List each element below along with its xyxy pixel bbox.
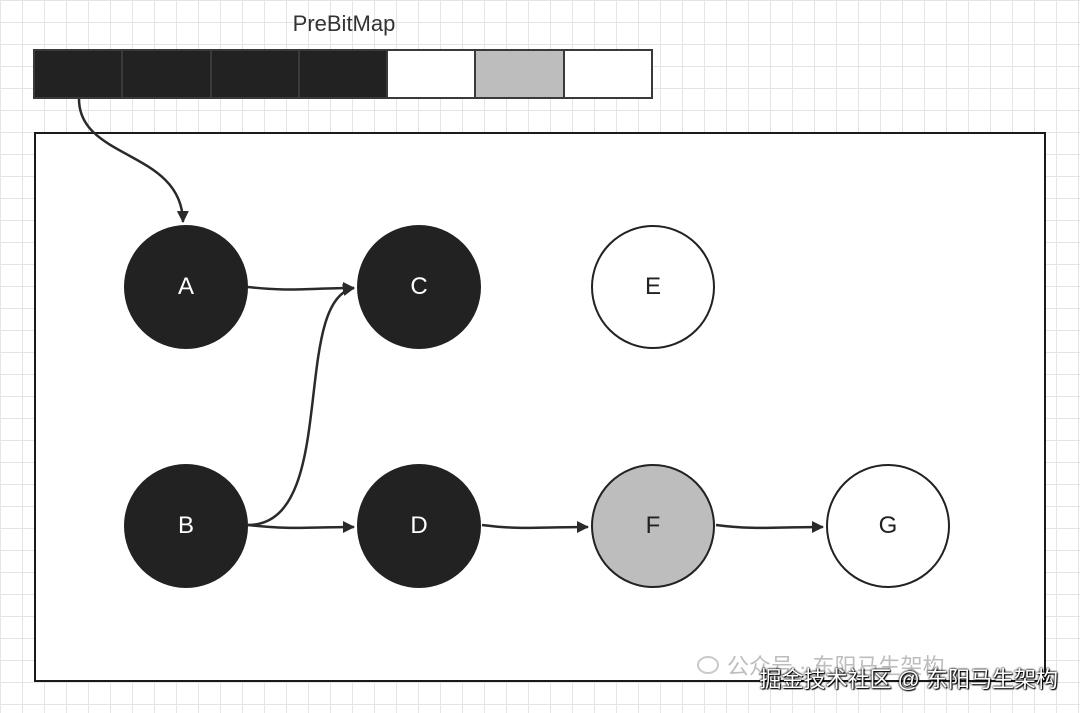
node-c-label: C [410,273,428,300]
wechat-icon [697,656,719,674]
bitmap-cell [299,51,389,97]
bitmap-cell [211,51,300,97]
prebitmap-bar [33,49,653,99]
edge-a-to-c [247,282,355,295]
node-f-label: F [645,512,661,539]
bitmap-cell [564,51,651,97]
bitmap-cell [123,51,212,97]
edge-f-to-g [715,521,824,534]
node-d: D [357,464,481,588]
node-g: G [826,464,950,588]
node-c: C [357,225,481,349]
node-e-label: E [644,273,661,300]
node-b-label: B [177,512,194,539]
edge-d-to-f [481,521,589,534]
node-f: F [591,464,715,588]
node-a: A [124,225,248,349]
node-b: B [124,464,248,588]
footer-watermark: 掘金技术社区 @ 东阳马生架构 [759,667,1058,692]
bitmap-cell [476,51,565,97]
edge-bitmap-to-a [77,98,189,223]
node-d-label: D [410,512,428,539]
bitmap-cell [35,51,124,97]
edge-b-to-c [247,284,355,527]
node-a-label: A [177,273,194,300]
watermark-text: 公众号 · 东阳马生架构 [727,654,945,679]
edge-b-to-d [247,521,355,534]
bitmap-label: PreBitMap [292,11,396,36]
wechat-watermark: 公众号 · 东阳马生架构 [697,648,945,682]
node-g-label: G [878,512,898,539]
node-e: E [591,225,715,349]
object-graph-frame [34,132,1046,682]
bitmap-cell [388,51,477,97]
